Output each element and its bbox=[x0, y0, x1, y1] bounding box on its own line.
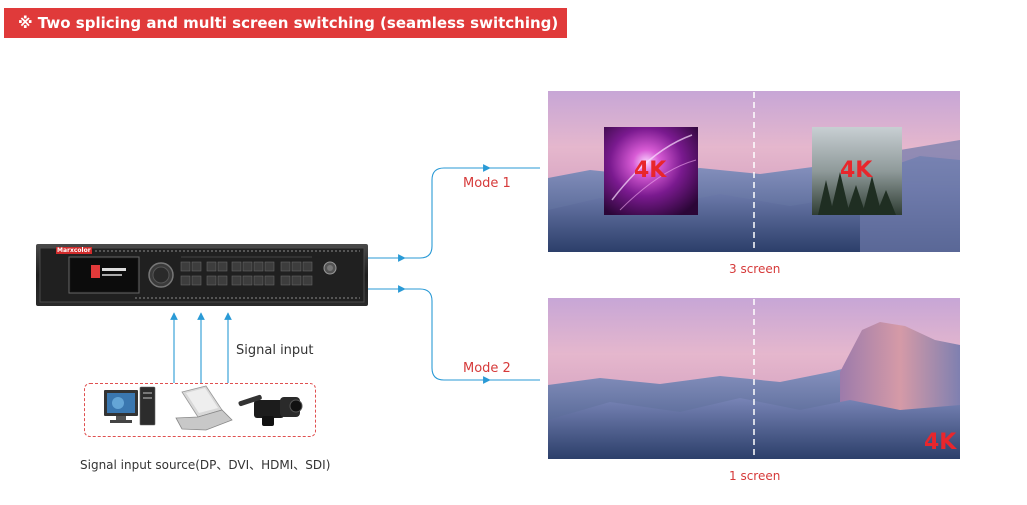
laptop-icon bbox=[175, 385, 233, 431]
page-title: ※ Two splicing and multi screen switchin… bbox=[4, 8, 567, 38]
mode1-screen bbox=[548, 91, 960, 252]
galaxy-window bbox=[604, 127, 698, 215]
computer-icon bbox=[104, 386, 156, 426]
mode1-badge-left: 4K bbox=[634, 158, 667, 183]
device-logo-icon bbox=[91, 265, 100, 278]
mode2-label: Mode 2 bbox=[463, 361, 511, 376]
mode2-screen bbox=[548, 298, 960, 459]
device-brand: Marxcolor bbox=[57, 247, 91, 254]
button-panel bbox=[180, 261, 313, 286]
signal-source-label: Signal input source(DP、DVI、HDMI、SDI) bbox=[80, 458, 331, 472]
signal-source-group bbox=[84, 383, 316, 437]
mode1-badge-right: 4K bbox=[840, 158, 873, 183]
connector-arrows bbox=[170, 164, 540, 384]
mode2-caption: 1 screen bbox=[729, 469, 781, 483]
mode1-caption: 3 screen bbox=[729, 262, 781, 276]
mode1-label: Mode 1 bbox=[463, 176, 511, 191]
video-processor-device bbox=[36, 244, 368, 306]
camcorder-icon bbox=[238, 394, 303, 426]
mode2-badge: 4K bbox=[924, 430, 957, 455]
signal-input-label: Signal input bbox=[236, 343, 314, 358]
